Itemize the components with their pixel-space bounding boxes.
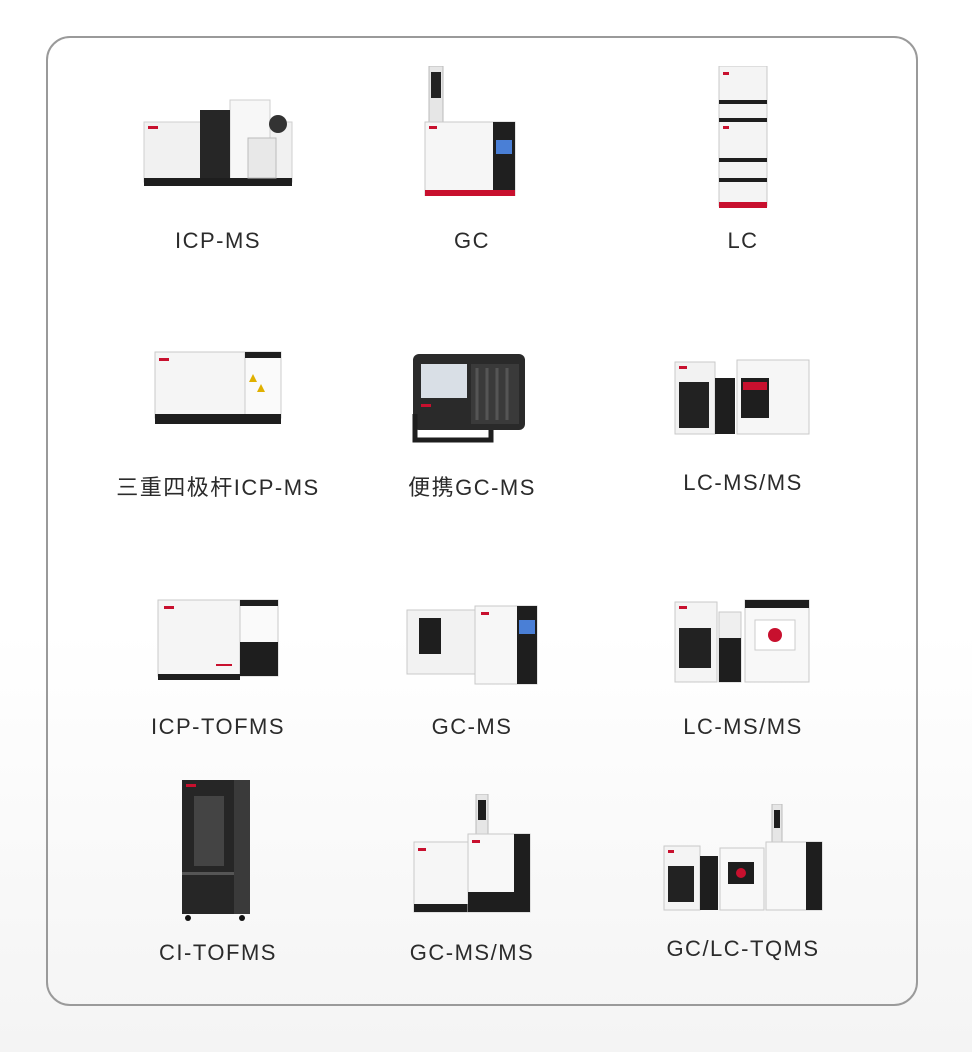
product-label: 便携GC-MS xyxy=(408,475,536,500)
gc-ms-instrument-icon xyxy=(405,604,539,688)
product-lc-ms-ms-2[interactable]: LC-MS/MS xyxy=(593,598,893,739)
portable-gc-ms-instrument-icon xyxy=(407,344,537,444)
product-label: GC-MS xyxy=(431,714,513,739)
product-label: ICP-TOFMS xyxy=(150,714,286,739)
icp-tofms-instrument-icon xyxy=(156,596,280,682)
product-lc[interactable]: LC xyxy=(593,66,893,253)
product-grid-card xyxy=(46,36,918,1006)
triple-quad-icp-ms-instrument-icon xyxy=(153,348,283,430)
product-gc[interactable]: GC xyxy=(322,66,622,253)
gc-ms-ms-instrument-icon xyxy=(410,794,534,916)
product-label: LC-MS/MS xyxy=(683,714,803,739)
product-gc-lc-tqms[interactable]: GC/LC-TQMS xyxy=(593,804,893,961)
icp-ms-instrument-icon xyxy=(138,92,298,192)
product-gc-ms-ms[interactable]: GC-MS/MS xyxy=(322,794,622,965)
lc-ms-ms-instrument-icon xyxy=(673,356,813,436)
product-gc-ms[interactable]: GC-MS xyxy=(322,604,622,739)
product-label: LC-MS/MS xyxy=(683,470,803,495)
product-label: ICP-MS xyxy=(175,228,261,253)
lc-instrument-icon xyxy=(715,66,771,210)
gc-lc-tqms-instrument-icon xyxy=(662,804,824,914)
product-label: LC xyxy=(727,228,759,253)
product-label: CI-TOFMS xyxy=(159,940,277,965)
product-label: 三重四极杆ICP-MS xyxy=(116,475,320,500)
product-triple-quad-icp-ms[interactable]: 三重四极杆ICP-MS xyxy=(68,348,368,500)
product-label: GC/LC-TQMS xyxy=(666,936,820,961)
product-lc-ms-ms-1[interactable]: LC-MS/MS xyxy=(593,356,893,495)
product-icp-tofms[interactable]: ICP-TOFMS xyxy=(68,596,368,739)
lc-ms-ms-instrument-icon xyxy=(673,598,813,686)
product-label: GC xyxy=(454,228,490,253)
product-label: GC-MS/MS xyxy=(409,940,535,965)
product-portable-gc-ms[interactable]: 便携GC-MS xyxy=(322,344,622,500)
product-icp-ms[interactable]: ICP-MS xyxy=(68,92,368,253)
product-ci-tofms[interactable]: CI-TOFMS xyxy=(68,780,368,965)
ci-tofms-instrument-icon xyxy=(178,780,258,922)
gc-instrument-icon xyxy=(417,66,527,196)
